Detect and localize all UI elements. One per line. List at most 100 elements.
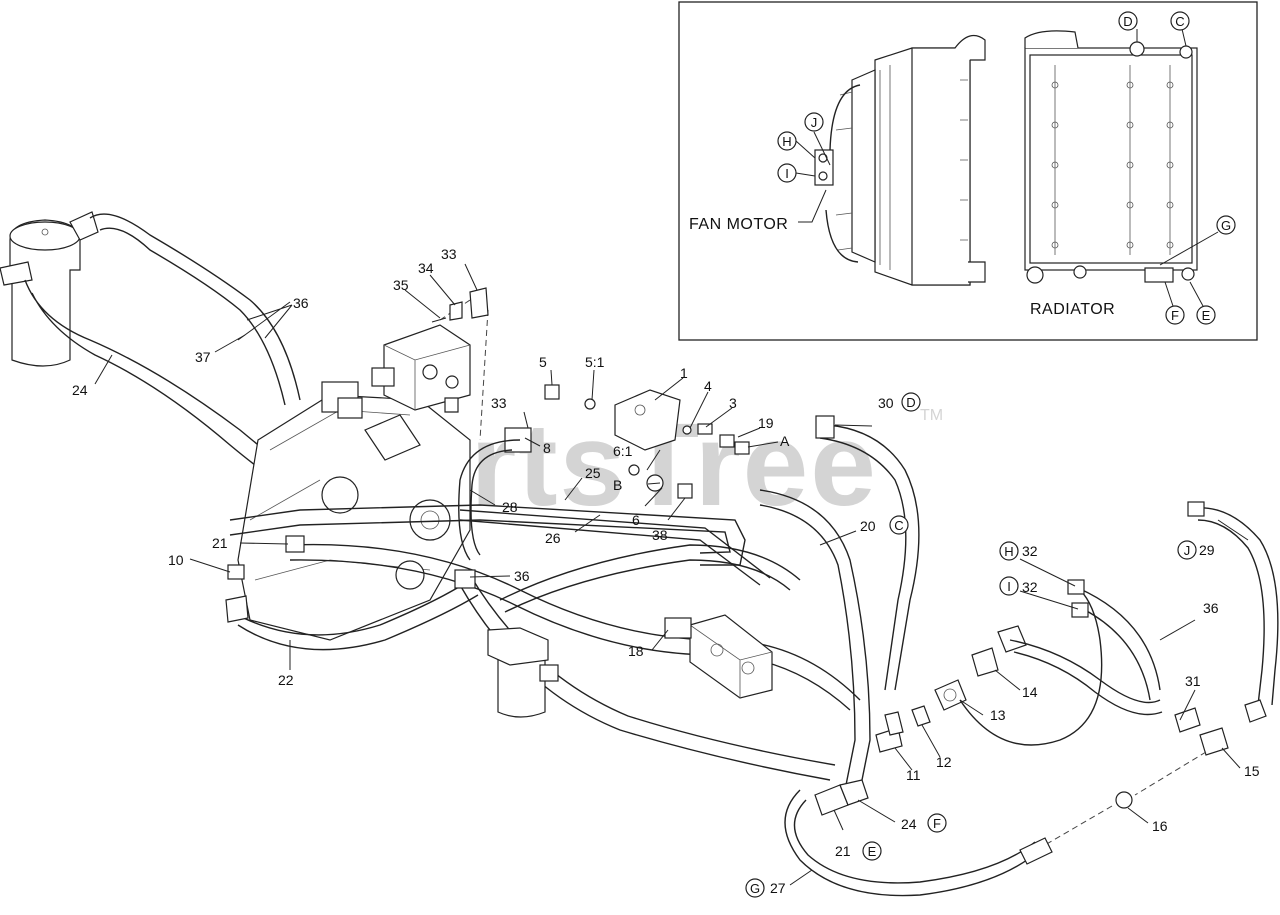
inset-letter-c: C — [1170, 11, 1190, 31]
callout-28: 28 — [502, 499, 518, 515]
callout-36-right: 36 — [1203, 600, 1219, 616]
svg-text:H: H — [782, 134, 791, 149]
fitting-21 — [285, 535, 305, 553]
watermark-trademark: TM — [920, 407, 943, 424]
callout-32-h: 32 — [1022, 543, 1038, 559]
callout-29: 29 — [1199, 542, 1215, 558]
svg-text:D: D — [906, 395, 915, 410]
circle-letter-d: D — [901, 392, 921, 412]
svg-text:D: D — [1123, 14, 1132, 29]
control-valve-drawing — [371, 324, 471, 413]
inset-letter-i: I — [777, 163, 797, 183]
svg-text:J: J — [1184, 543, 1191, 558]
frame-rail — [459, 509, 771, 586]
callout-32-i: 32 — [1022, 579, 1038, 595]
callout-a: A — [780, 433, 790, 449]
callout-25: 25 — [585, 465, 601, 481]
callout-5: 5 — [539, 354, 547, 370]
callout-27: 27 — [770, 880, 786, 896]
callout-33-lower: 33 — [491, 395, 507, 411]
callout-36-upper: 36 — [293, 295, 309, 311]
fitting-36 — [454, 569, 476, 589]
svg-text:E: E — [1202, 308, 1211, 323]
elbow-22 — [225, 595, 249, 623]
callout-35: 35 — [393, 277, 409, 293]
callout-3: 3 — [729, 395, 737, 411]
fitting-13 — [934, 679, 967, 711]
fitting-21-lower — [814, 779, 869, 816]
fitting-27 — [1019, 837, 1053, 865]
hose-bundle — [289, 543, 861, 711]
inset-letter-g: G — [1216, 215, 1236, 235]
svg-text:J: J — [811, 115, 818, 130]
callout-labels: 1 3 4 5 5:1 6 6:1 8 10 11 12 13 14 15 16… — [72, 246, 1260, 896]
callout-11: 11 — [906, 767, 921, 783]
circle-letter-f: F — [927, 813, 947, 833]
hose-24-upper — [89, 213, 301, 406]
fitting-14 — [971, 625, 1027, 677]
inset-letter-e: E — [1196, 305, 1216, 325]
bracket-drawing — [431, 287, 489, 323]
callout-leaders — [94, 263, 1249, 886]
callout-4: 4 — [704, 378, 712, 394]
plug-16 — [1115, 791, 1133, 809]
radiator-label: RADIATOR — [1030, 301, 1115, 318]
hose-29 — [1194, 507, 1279, 706]
circled-letters: D C H I J F E G — [745, 392, 1197, 898]
callout-34: 34 — [418, 260, 434, 276]
hose-bundle — [499, 544, 801, 613]
radiator-drawing — [1024, 30, 1198, 284]
callout-1: 1 — [680, 365, 688, 381]
fitting-32-i — [1071, 602, 1089, 618]
circle-letter-c: C — [889, 515, 909, 535]
hose-31 — [1009, 639, 1163, 716]
circle-letter-g: G — [745, 878, 765, 898]
svg-text:I: I — [785, 166, 789, 181]
callout-12: 12 — [936, 754, 952, 770]
hose-29-end — [1187, 501, 1205, 517]
fitting-10 — [227, 564, 245, 580]
svg-text:G: G — [750, 881, 760, 896]
tee-fitting-11 — [875, 711, 904, 753]
svg-text:I: I — [1007, 579, 1011, 594]
callout-20: 20 — [860, 518, 876, 534]
callout-6-1: 6:1 — [613, 443, 633, 459]
fan-motor-drawing — [814, 34, 986, 286]
callout-26: 26 — [545, 530, 561, 546]
tee-fitting-15 — [1174, 699, 1267, 756]
callout-24-lower: 24 — [901, 816, 917, 832]
inset-letter-d: D — [1118, 11, 1138, 31]
callout-18: 18 — [628, 643, 644, 659]
lower-filter-drawing — [487, 627, 559, 718]
hose-30 — [819, 424, 920, 691]
hose-22 — [231, 579, 479, 651]
svg-text:C: C — [894, 518, 903, 533]
inset-letter-h: H — [777, 131, 797, 151]
callout-38: 38 — [652, 527, 668, 543]
callout-b: B — [613, 477, 622, 493]
callout-13: 13 — [990, 707, 1006, 723]
callout-30: 30 — [878, 395, 894, 411]
callout-24-upper: 24 — [72, 382, 88, 398]
callout-16: 16 — [1152, 818, 1168, 834]
callout-37: 37 — [195, 349, 211, 365]
manifold-block-drawing — [504, 384, 750, 499]
svg-text:E: E — [868, 844, 877, 859]
valve-18-drawing — [664, 614, 773, 699]
svg-text:F: F — [1171, 308, 1179, 323]
inset-letter-j: J — [804, 112, 824, 132]
callout-22: 22 — [278, 672, 294, 688]
callout-5-1: 5:1 — [585, 354, 605, 370]
svg-text:C: C — [1175, 14, 1184, 29]
callout-19: 19 — [758, 415, 774, 431]
circle-letter-e: E — [862, 841, 882, 861]
fitting-32-h — [1067, 579, 1085, 595]
circle-letter-j: J — [1177, 540, 1197, 560]
inset-letter-f: F — [1165, 305, 1185, 325]
inset-panel: D C J H I G F E FAN MOTOR RADIATOR — [678, 1, 1258, 341]
circle-letter-i: I — [999, 576, 1019, 596]
callout-21-upper: 21 — [212, 535, 228, 551]
callout-15: 15 — [1244, 763, 1260, 779]
